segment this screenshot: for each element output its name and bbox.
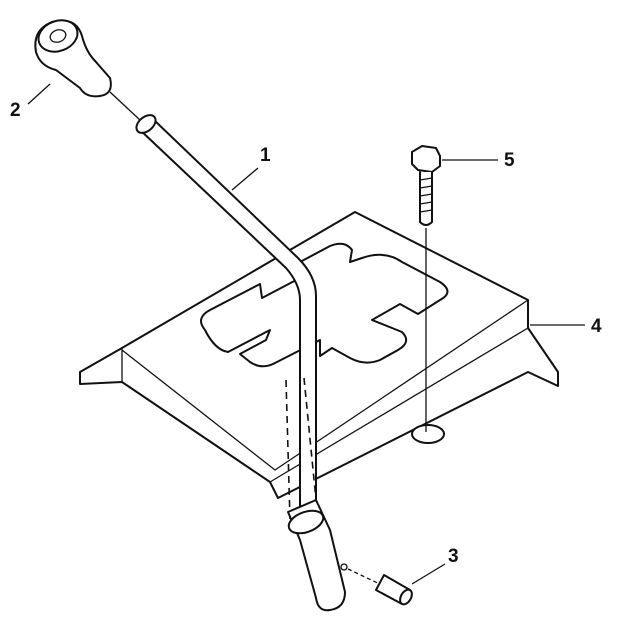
knob bbox=[34, 19, 141, 121]
shift-plate bbox=[79, 211, 559, 499]
leader-3 bbox=[411, 563, 446, 585]
callout-3: 3 bbox=[448, 546, 459, 567]
callout-1: 1 bbox=[260, 145, 271, 166]
callout-4: 4 bbox=[591, 316, 602, 337]
leader-1 bbox=[231, 167, 259, 191]
shift-lever bbox=[135, 114, 348, 612]
callout-5: 5 bbox=[504, 150, 515, 171]
bolt bbox=[411, 145, 441, 432]
leader-2 bbox=[27, 83, 51, 105]
pin bbox=[347, 568, 413, 606]
callout-2: 2 bbox=[10, 100, 21, 121]
